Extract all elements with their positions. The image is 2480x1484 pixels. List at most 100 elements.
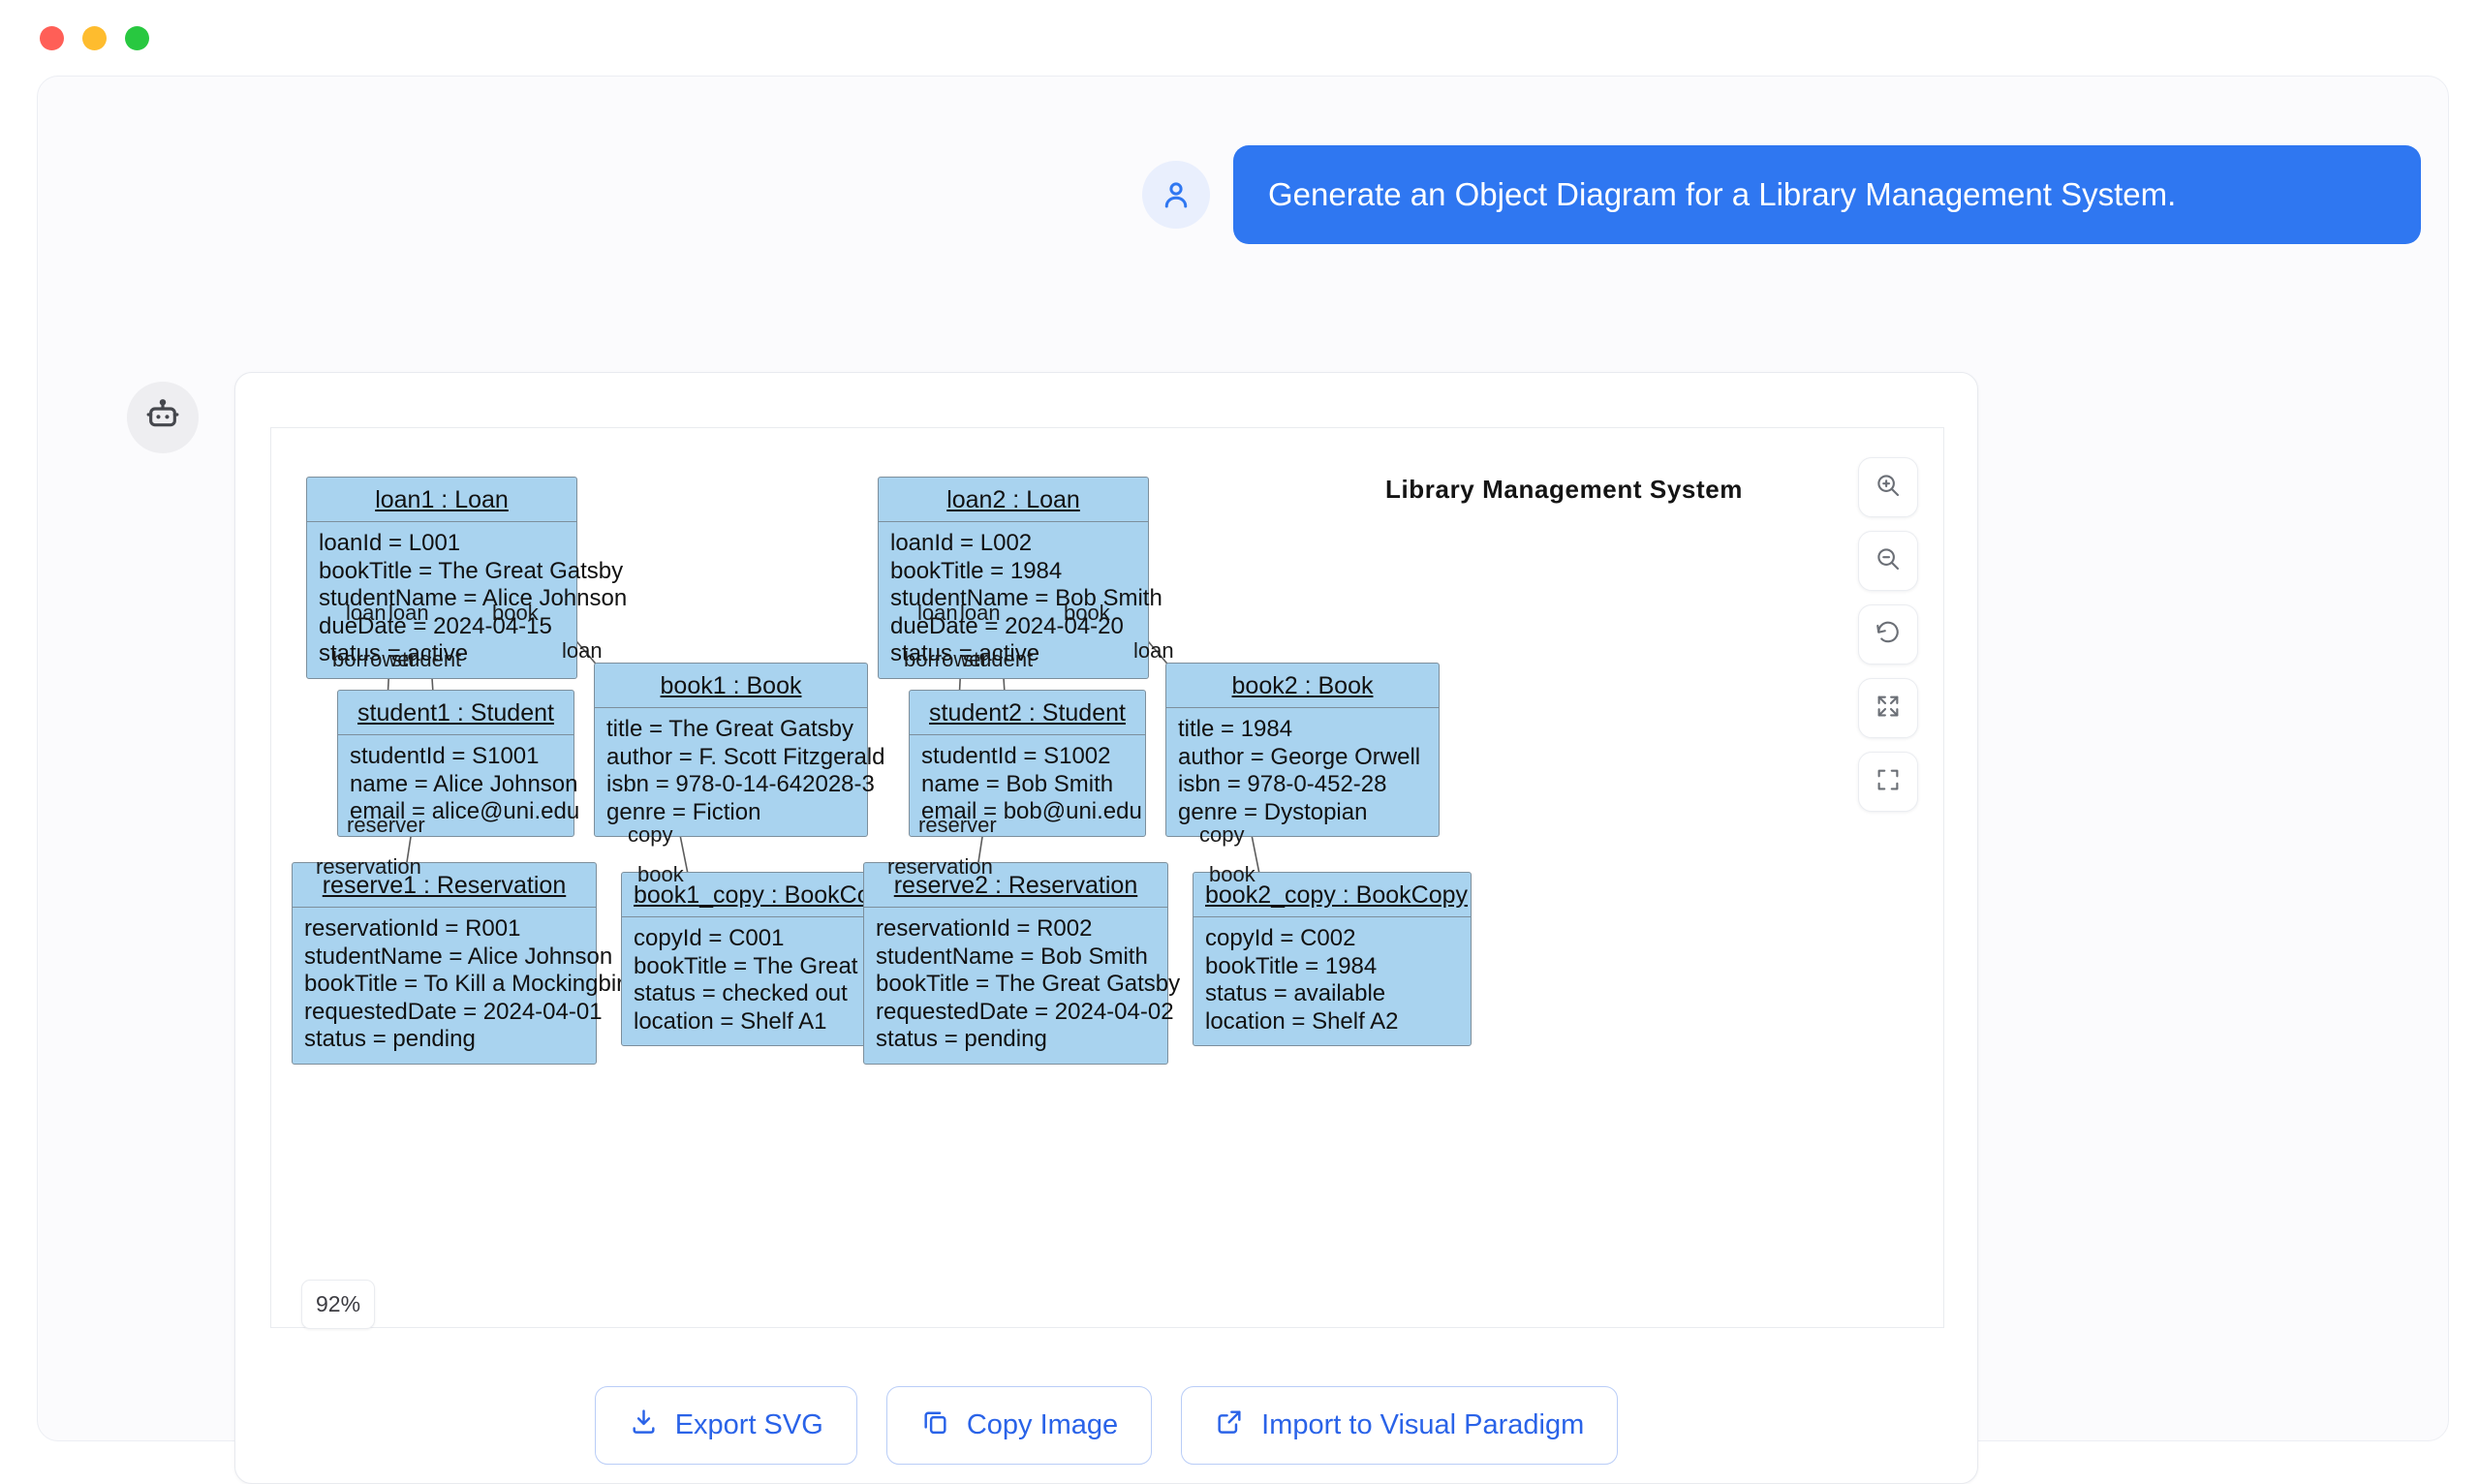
window-titlebar [0, 0, 2480, 76]
uml-attr: location = Shelf A2 [1205, 1007, 1399, 1035]
diagram-canvas[interactable]: Library Management System [270, 427, 1944, 1328]
assoc-label: loan [1133, 638, 1174, 663]
uml-attributes: reservationId = R002 studentName = Bob S… [864, 908, 1181, 1064]
assoc-label: book [637, 862, 684, 886]
diagram-action-bar: Export SVG Copy Image [234, 1386, 1978, 1465]
assoc-label: loan [960, 601, 1001, 625]
uml-attr: loanId = L002 [890, 530, 1033, 556]
uml-header: book2 : Book [1166, 664, 1439, 708]
uml-attr: studentId = S1002 [921, 743, 1111, 769]
uml-attr: status = active [319, 640, 469, 667]
uml-header: reserve1 : Reservation [293, 863, 596, 908]
diagram-zoom-toolbar [1858, 457, 1918, 812]
copy-image-button[interactable]: Copy Image [885, 1386, 1153, 1465]
uml-attr: dueDate = 2024-04-15 [319, 612, 552, 639]
uml-object-loan2[interactable]: loan2 : Loan loanId = L002 bookTitle = 1… [878, 477, 1162, 679]
uml-header: reserve2 : Reservation [864, 863, 1167, 908]
uml-object-book1-copy[interactable]: book1_copy : BookCopy copyId = C001 book… [621, 872, 939, 1047]
uml-attr: requestedDate = 2024-04-01 [304, 998, 603, 1025]
export-svg-button[interactable]: Export SVG [594, 1386, 857, 1465]
uml-attr: title = 1984 [1178, 716, 1293, 742]
zoom-level-badge: 92% [301, 1280, 376, 1329]
assoc-label: loan [388, 601, 429, 625]
uml-object-reserve1[interactable]: reserve1 : Reservation reservationId = R… [292, 862, 637, 1065]
uml-attr: copyId = C002 [1205, 925, 1356, 951]
assoc-label: reservation [887, 854, 993, 879]
import-to-visual-paradigm-button[interactable]: Import to Visual Paradigm [1181, 1386, 1619, 1465]
maximize-window-button[interactable] [125, 25, 149, 50]
uml-attributes: title = The Great Gatsby author = F. Sco… [595, 708, 885, 836]
uml-header: student1 : Student [338, 691, 574, 735]
uml-attr: genre = Dystopian [1178, 798, 1368, 825]
uml-attributes: copyId = C002 bookTitle = 1984 status = … [1194, 917, 1471, 1045]
uml-header: loan2 : Loan [879, 478, 1148, 522]
content-card: Generate an Object Diagram for a Library… [37, 76, 2449, 1484]
assoc-label: student [963, 647, 1034, 671]
reset-view-button[interactable] [1858, 604, 1918, 665]
export-svg-label: Export SVG [674, 1409, 823, 1440]
assoc-label: loan [562, 638, 603, 663]
uml-attr: bookTitle = The Great Gatsby [876, 971, 1181, 998]
assoc-label: copy [1199, 822, 1245, 847]
uml-attr: status = checked out [634, 980, 848, 1007]
uml-object-loan1[interactable]: loan1 : Loan loanId = L001 bookTitle = T… [306, 477, 628, 679]
assoc-label: book [1209, 862, 1256, 886]
assoc-label: loan [917, 601, 958, 625]
uml-attr: author = F. Scott Fitzgerald [606, 743, 885, 770]
uml-attr: loanId = L001 [319, 530, 461, 556]
uml-attr: email = alice@uni.edu [350, 798, 580, 825]
fit-to-screen-button[interactable] [1858, 678, 1918, 738]
traffic-light-group [40, 25, 149, 50]
zoom-in-button[interactable] [1858, 457, 1918, 517]
minimize-window-button[interactable] [82, 25, 107, 50]
uml-object-student1[interactable]: student1 : Student studentId = S1001 nam… [337, 690, 580, 837]
uml-attr: status = pending [876, 1026, 1047, 1053]
external-link-icon [1215, 1407, 1245, 1444]
uml-attributes: copyId = C001 bookTitle = The Great Gats… [622, 917, 939, 1045]
diagram-answer-card: Library Management System [234, 372, 1978, 1484]
assoc-label: borrower [904, 647, 988, 671]
uml-attr: status = available [1205, 980, 1386, 1007]
copy-icon [920, 1407, 950, 1444]
uml-attr: genre = Fiction [606, 798, 761, 825]
diagram-title: Library Management System [1385, 475, 1744, 504]
uml-attr: bookTitle = The Great Gatsby [634, 952, 939, 979]
fullscreen-icon [1874, 765, 1903, 799]
assoc-label: book [1064, 601, 1110, 625]
uml-attr: studentName = Bob Smith [890, 585, 1162, 612]
uml-attributes: loanId = L002 bookTitle = 1984 studentNa… [879, 522, 1162, 678]
user-prompt-text: Generate an Object Diagram for a Library… [1233, 145, 2421, 244]
uml-object-book2[interactable]: book2 : Book title = 1984 author = Georg… [1165, 663, 1440, 838]
assoc-label: book [492, 601, 539, 625]
uml-attr: bookTitle = 1984 [890, 557, 1063, 584]
uml-attr: title = The Great Gatsby [606, 716, 854, 742]
reset-icon [1874, 618, 1903, 652]
assoc-label: copy [628, 822, 673, 847]
uml-object-student2[interactable]: student2 : Student studentId = S1002 nam… [909, 690, 1146, 837]
uml-attr: name = Alice Johnson [350, 770, 578, 797]
uml-attr: status = pending [304, 1026, 476, 1053]
uml-attributes: reservationId = R001 studentName = Alice… [293, 908, 637, 1064]
uml-attr: bookTitle = To Kill a Mockingbird [304, 971, 637, 998]
copy-image-label: Copy Image [966, 1409, 1119, 1440]
uml-attr: studentName = Alice Johnson [319, 585, 628, 612]
zoom-out-icon [1874, 544, 1903, 578]
assoc-label: borrower [332, 647, 417, 671]
uml-attr: email = bob@uni.edu [921, 798, 1142, 825]
uml-object-reserve2[interactable]: reserve2 : Reservation reservationId = R… [863, 862, 1181, 1065]
user-icon [1142, 161, 1210, 229]
uml-attr: studentName = Bob Smith [876, 943, 1148, 970]
zoom-out-button[interactable] [1858, 531, 1918, 591]
fit-screen-icon [1874, 692, 1903, 726]
uml-attr: dueDate = 2024-04-20 [890, 612, 1124, 639]
uml-header: loan1 : Loan [307, 478, 576, 522]
uml-object-book1[interactable]: book1 : Book title = The Great Gatsby au… [594, 663, 885, 838]
zoom-in-icon [1874, 471, 1903, 505]
uml-attr: reservationId = R001 [304, 915, 521, 942]
uml-attr: requestedDate = 2024-04-02 [876, 998, 1174, 1025]
download-icon [629, 1407, 659, 1444]
uml-object-book2-copy[interactable]: book2_copy : BookCopy copyId = C002 book… [1193, 872, 1472, 1047]
uml-header: student2 : Student [910, 691, 1145, 735]
fullscreen-button[interactable] [1858, 752, 1918, 812]
close-window-button[interactable] [40, 25, 64, 50]
